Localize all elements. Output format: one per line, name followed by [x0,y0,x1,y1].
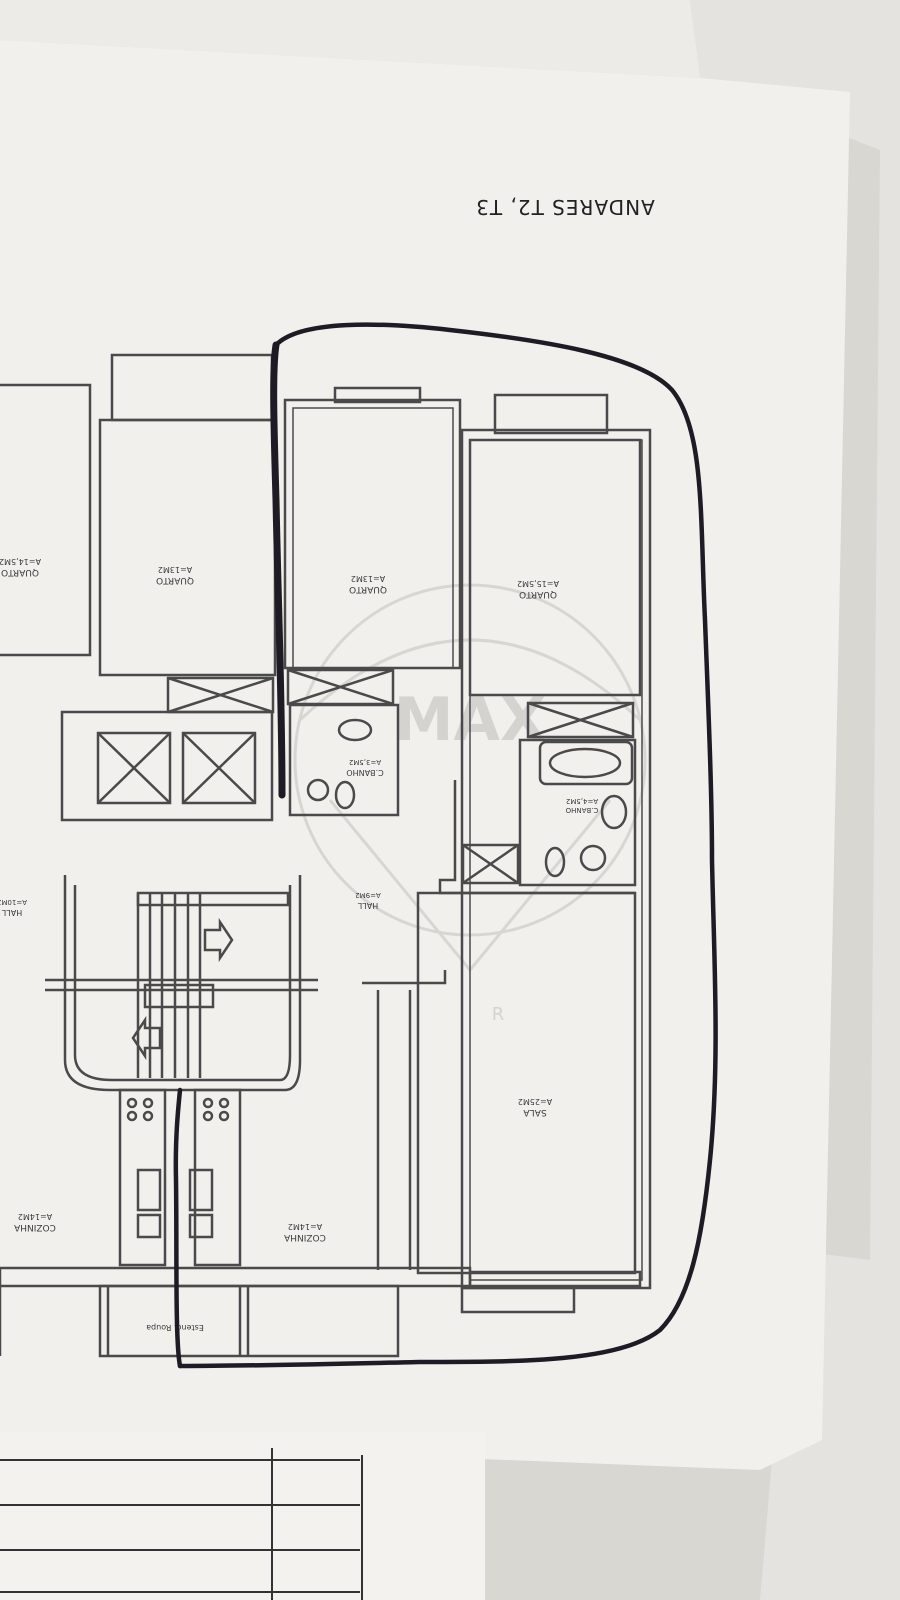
room-quarto-1 [0,383,92,657]
marker-divider-top [270,341,286,799]
label-hall-1-area: A=10M2 [0,898,27,906]
label-banho-1-name: C.BANHO [346,768,383,777]
label-sala-name: SALA [522,1107,546,1117]
label-sala-area: A=25M2 [518,1097,552,1106]
room-labels: QUARTO A=14,5M2 QUARTO A=13M2 QUARTO A=1… [0,557,598,1332]
label-cozinha-1-area: A=14M2 [18,1212,52,1221]
bottom-table-sheet [0,1432,485,1600]
marker-enclosure [177,322,718,1369]
label-quarto-2-name: QUARTO [156,575,194,585]
label-quarto-1-area: A=14,5M2 [0,557,41,566]
label-quarto-3-name: QUARTO [349,584,387,594]
document-title: ANDARES T2, T3 [475,195,655,219]
room-banho-1 [288,703,400,817]
elevator-block [60,710,274,822]
label-quarto-4-name: QUARTO [519,589,557,599]
label-cozinha-2-name: COZINHA [283,1232,326,1242]
label-cozinha-2-area: A=14M2 [288,1222,322,1231]
label-quarto-1-name: QUARTO [1,567,39,577]
label-quarto-2-area: A=13M2 [158,565,192,574]
room-cozinha-1 [118,1088,167,1267]
label-quarto-4-area: A=15,5M2 [517,579,559,588]
label-banho-1-area: A=3,5M2 [349,758,381,766]
label-hall-2-area: A=9M2 [355,891,381,899]
marker-divider-bottom [173,1087,183,1369]
room-banho-2 [518,738,637,887]
main-paper-sheet [0,40,850,1470]
label-cozinha-1-name: COZINHA [13,1222,56,1232]
label-banho-2-area: A=4,5M2 [566,797,598,805]
marker-outline [173,322,718,1369]
label-quarto-3-area: A=13M2 [351,574,385,583]
label-hall-2-name: HALL [357,901,378,910]
label-banho-2-name: C.BANHO [565,806,598,814]
back-paper-top [0,0,700,78]
staircase [45,875,318,1092]
label-hall-1-name: HALL [1,908,22,917]
floor-plan-walls [0,353,652,1358]
room-quarto-4 [468,438,642,697]
watermark-mark: R [492,1004,505,1025]
